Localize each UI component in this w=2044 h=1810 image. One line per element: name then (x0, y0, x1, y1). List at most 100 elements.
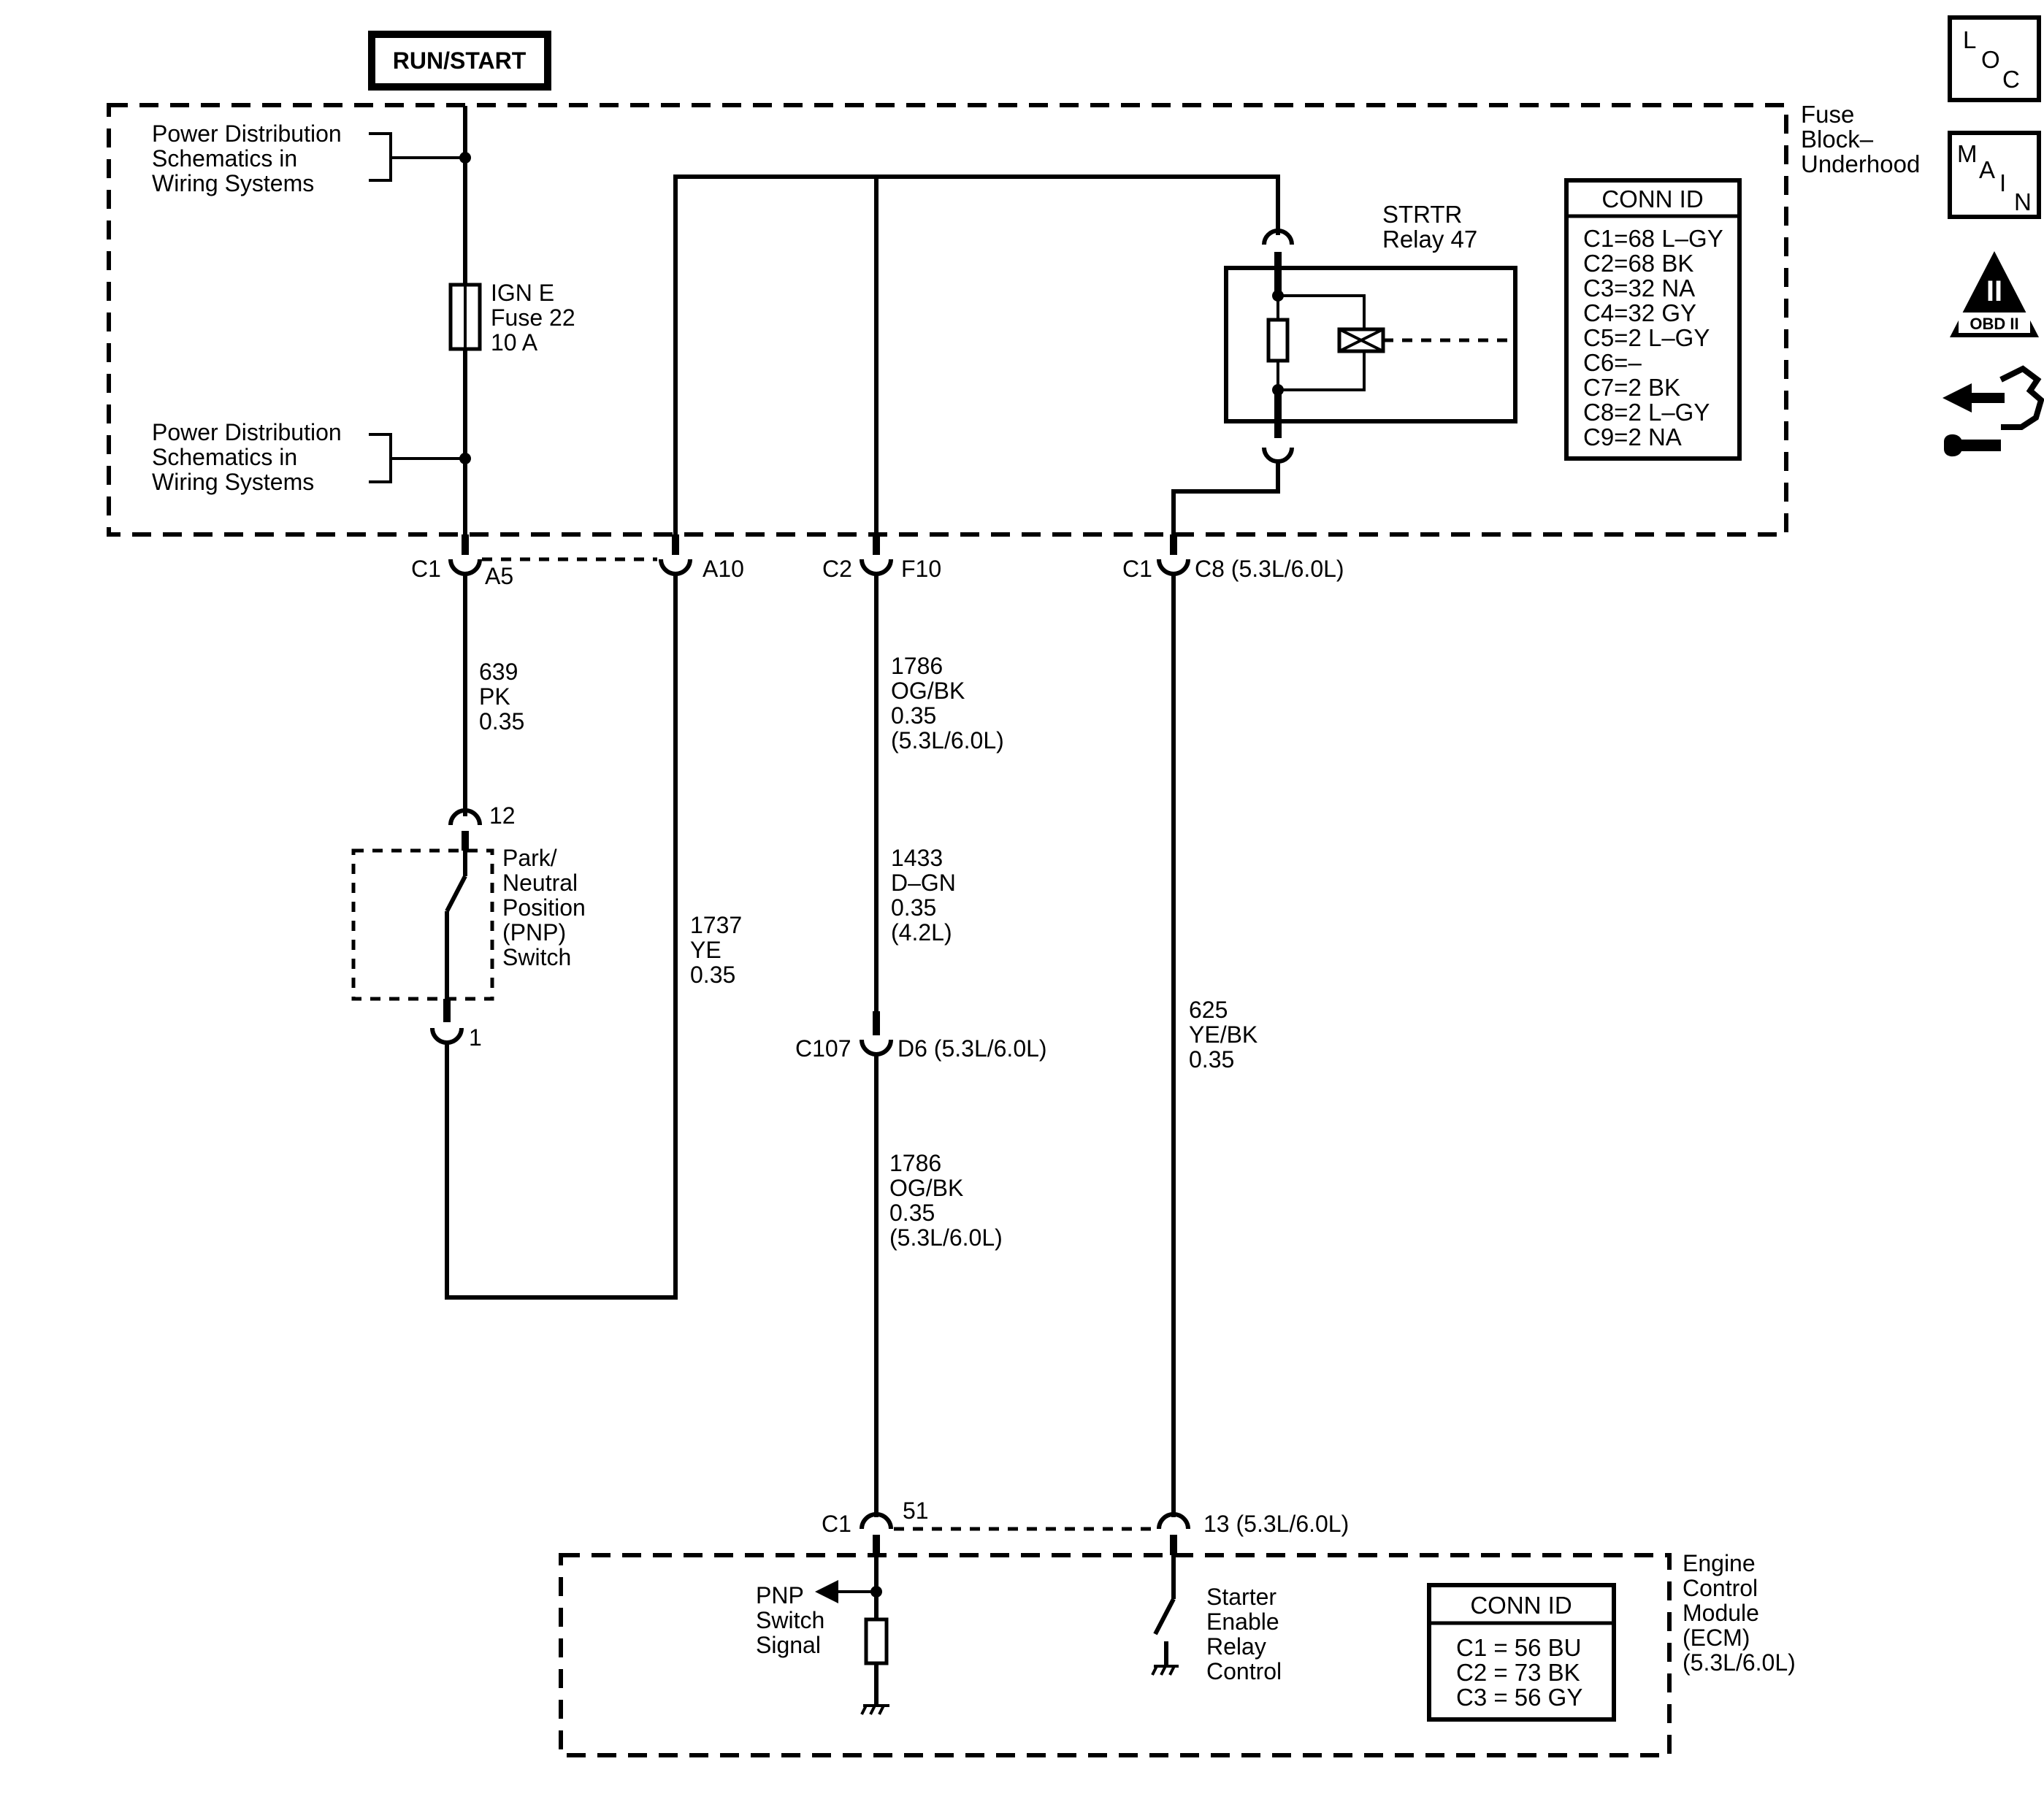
svg-text:C3 = 56 GY: C3 = 56 GY (1456, 1684, 1582, 1711)
run-start-label: RUN/START (368, 31, 551, 91)
svg-text:PK: PK (479, 683, 510, 710)
power-distribution-ref-top: Power Distribution Schematics in Wiring … (152, 120, 471, 196)
svg-text:A5: A5 (485, 563, 513, 589)
svg-text:OG/BK: OG/BK (891, 678, 965, 704)
svg-text:PNP: PNP (756, 1582, 804, 1608)
wire-label-1433: 1433 D–GN 0.35 (4.2L) (891, 845, 956, 946)
wire-label-625: 625 YE/BK 0.35 (1189, 997, 1258, 1073)
svg-text:YE/BK: YE/BK (1189, 1021, 1258, 1048)
wire-label-1786-top: 1786 OG/BK 0.35 (5.3L/6.0L) (891, 653, 1004, 753)
wire-label-1786-bottom: 1786 OG/BK 0.35 (5.3L/6.0L) (889, 1150, 1003, 1251)
obd-ii-icon[interactable]: II OBD II (1950, 251, 2039, 337)
svg-text:Power Distribution: Power Distribution (152, 419, 342, 445)
svg-text:Switch: Switch (502, 944, 571, 970)
svg-text:C1: C1 (411, 556, 441, 582)
svg-text:1786: 1786 (889, 1150, 941, 1176)
svg-text:Fuse: Fuse (1801, 101, 1854, 128)
svg-text:II: II (1986, 275, 2002, 307)
svg-text:C3=32 NA: C3=32 NA (1583, 275, 1695, 302)
svg-text:C4=32 GY: C4=32 GY (1583, 299, 1696, 326)
svg-text:51: 51 (903, 1498, 929, 1524)
starter-relay-47: STRTR Relay 47 (1224, 201, 1517, 464)
connector-c2-f10: C2 F10 (822, 534, 941, 582)
ecm-boundary (559, 1553, 1672, 1757)
svg-text:A10: A10 (703, 556, 744, 582)
svg-text:0.35: 0.35 (891, 702, 936, 729)
loc-icon[interactable]: L O C (1948, 15, 2041, 102)
ecm-conn-id-table: CONN ID C1 = 56 BU C2 = 73 BK C3 = 56 GY (1427, 1583, 1616, 1722)
svg-text:Park/: Park/ (502, 845, 557, 871)
svg-text:Control: Control (1683, 1575, 1758, 1601)
svg-text:CONN ID: CONN ID (1601, 185, 1703, 212)
svg-text:Schematics in: Schematics in (152, 444, 297, 470)
svg-text:Underhood: Underhood (1801, 150, 1920, 177)
svg-text:C: C (2002, 66, 2020, 93)
diagnostic-hand-wrench-icon[interactable] (1942, 365, 2044, 457)
svg-text:O: O (1981, 46, 2000, 73)
svg-text:CONN ID: CONN ID (1470, 1592, 1572, 1619)
svg-text:C8=2 L–GY: C8=2 L–GY (1583, 399, 1710, 426)
svg-text:Signal: Signal (756, 1632, 821, 1658)
svg-text:0.35: 0.35 (690, 962, 735, 988)
power-distribution-ref-bottom: Power Distribution Schematics in Wiring … (152, 419, 471, 495)
svg-text:M: M (1957, 140, 1978, 167)
svg-text:625: 625 (1189, 997, 1228, 1023)
svg-text:OG/BK: OG/BK (889, 1175, 963, 1201)
svg-text:Relay: Relay (1206, 1633, 1266, 1660)
svg-text:0.35: 0.35 (891, 894, 936, 921)
svg-text:13 (5.3L/6.0L): 13 (5.3L/6.0L) (1203, 1511, 1349, 1537)
svg-text:C1: C1 (822, 1511, 851, 1537)
connector-c1-a5: C1 A5 (411, 534, 513, 589)
svg-text:C5=2 L–GY: C5=2 L–GY (1583, 324, 1710, 351)
ign-e-fuse-22: IGN E Fuse 22 10 A (448, 280, 575, 356)
svg-text:C1=68 L–GY: C1=68 L–GY (1583, 225, 1723, 252)
svg-text:(5.3L/6.0L): (5.3L/6.0L) (1683, 1649, 1796, 1676)
wire-label-1737: 1737 YE 0.35 (690, 912, 742, 988)
svg-text:Wiring Systems: Wiring Systems (152, 170, 314, 196)
connector-ecm-13: 13 (5.3L/6.0L) (1157, 1511, 1349, 1555)
svg-text:Position: Position (502, 894, 586, 921)
svg-text:0.35: 0.35 (479, 708, 524, 735)
fuse-block-conn-id-table: CONN ID C1=68 L–GY C2=68 BK C3=32 NA C4=… (1564, 178, 1742, 461)
wire-label-639: 639 PK 0.35 (479, 659, 524, 735)
svg-text:YE: YE (690, 937, 721, 963)
svg-text:I: I (1999, 169, 2006, 196)
svg-text:N: N (2014, 188, 2032, 215)
run-start-text: RUN/START (393, 47, 527, 74)
svg-text:Power Distribution: Power Distribution (152, 120, 342, 147)
svg-text:(4.2L): (4.2L) (891, 919, 952, 946)
svg-text:C2: C2 (822, 556, 852, 582)
svg-text:Schematics in: Schematics in (152, 145, 297, 172)
ecm-name: Engine Control Module (ECM) (5.3L/6.0L) (1683, 1550, 1796, 1676)
svg-text:0.35: 0.35 (1189, 1046, 1234, 1073)
svg-text:C107: C107 (795, 1035, 851, 1062)
connector-c107-d6: C107 D6 (5.3L/6.0L) (795, 1011, 1047, 1062)
svg-text:Neutral: Neutral (502, 870, 578, 896)
svg-text:Engine: Engine (1683, 1550, 1756, 1576)
svg-text:Module: Module (1683, 1600, 1759, 1626)
fuse-block-name: Fuse Block– Underhood (1801, 101, 1920, 177)
svg-text:639: 639 (479, 659, 518, 685)
svg-text:A: A (1979, 156, 1995, 183)
svg-text:C1: C1 (1122, 556, 1152, 582)
svg-text:(ECM): (ECM) (1683, 1625, 1750, 1651)
svg-text:D–GN: D–GN (891, 870, 956, 896)
svg-text:(5.3L/6.0L): (5.3L/6.0L) (891, 727, 1004, 753)
svg-text:Wiring Systems: Wiring Systems (152, 469, 314, 495)
svg-text:D6 (5.3L/6.0L): D6 (5.3L/6.0L) (897, 1035, 1047, 1062)
svg-text:1737: 1737 (690, 912, 742, 938)
svg-text:(PNP): (PNP) (502, 919, 566, 946)
svg-text:10 A: 10 A (491, 329, 538, 356)
svg-text:Starter: Starter (1206, 1584, 1276, 1610)
svg-text:12: 12 (489, 802, 516, 829)
svg-text:Relay 47: Relay 47 (1382, 226, 1477, 253)
svg-text:C2=68 BK: C2=68 BK (1583, 250, 1693, 277)
svg-text:1433: 1433 (891, 845, 943, 871)
svg-text:1786: 1786 (891, 653, 943, 679)
svg-text:C8 (5.3L/6.0L): C8 (5.3L/6.0L) (1195, 556, 1344, 582)
svg-text:STRTR: STRTR (1382, 201, 1462, 228)
main-icon[interactable]: M A I N (1948, 131, 2041, 219)
pnp-switch-signal-circuit: PNP Switch Signal (756, 1555, 889, 1715)
svg-text:1: 1 (469, 1024, 482, 1051)
starter-enable-relay-control-circuit: Starter Enable Relay Control (1151, 1555, 1282, 1684)
